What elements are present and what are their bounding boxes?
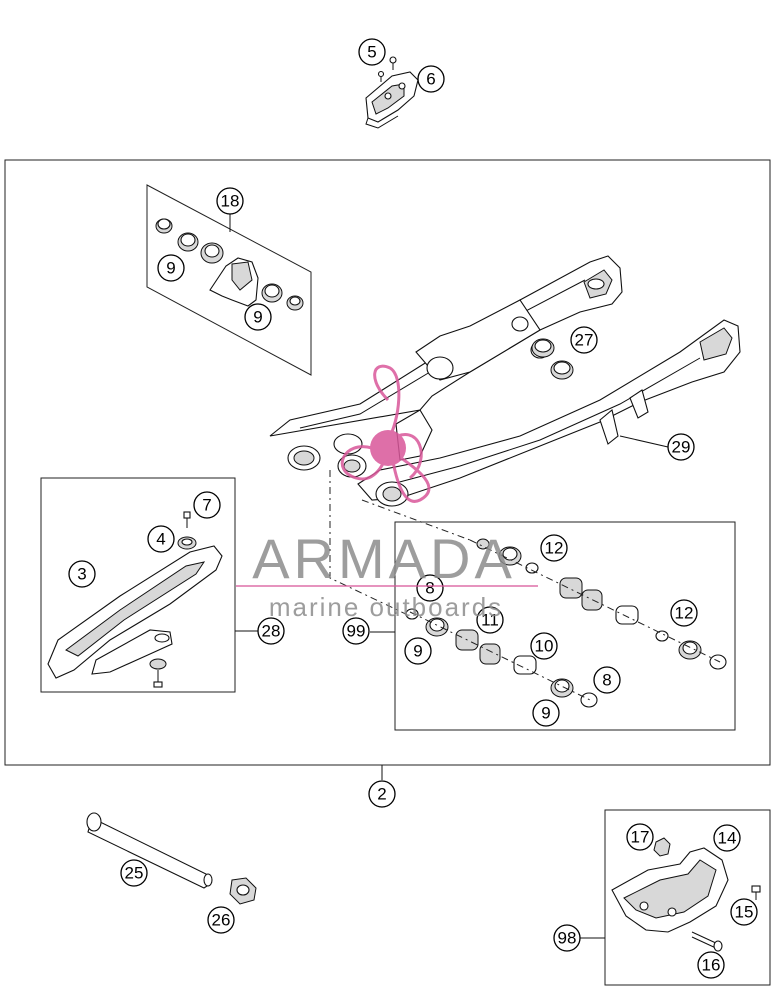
svg-text:7: 7: [202, 496, 211, 515]
bearing-kit-parts: [155, 218, 304, 311]
svg-text:29: 29: [672, 438, 691, 457]
svg-text:6: 6: [426, 70, 435, 89]
screw-7-part: [183, 511, 191, 528]
callout-8a: 8: [416, 574, 444, 602]
callout-29: 29: [667, 433, 695, 461]
svg-text:9: 9: [166, 259, 175, 278]
callout-4: 4: [147, 525, 175, 553]
watermark-logo: [340, 364, 431, 503]
bolt-16-part: [691, 931, 723, 952]
washer-4-part: [177, 536, 197, 550]
callout-98: 98: [553, 924, 581, 952]
plug-27-part: [531, 338, 574, 380]
swingarm-part: [269, 255, 741, 507]
callout-9b: 9: [244, 303, 272, 331]
callout-27: 27: [570, 326, 598, 354]
callout-3: 3: [68, 560, 96, 588]
callout-26: 26: [207, 906, 235, 934]
pivot-nut-part: [229, 877, 257, 905]
svg-text:98: 98: [558, 929, 577, 948]
svg-text:16: 16: [702, 956, 721, 975]
watermark-brand: ARMADA: [252, 527, 516, 590]
callout-11: 11: [476, 606, 504, 634]
axis-line-2: [361, 499, 471, 541]
chain-guide-part: [47, 545, 223, 679]
callout-6: 6: [417, 65, 445, 93]
svg-text:9: 9: [541, 704, 550, 723]
svg-text:25: 25: [125, 864, 144, 883]
axis-line: [329, 470, 411, 617]
svg-text:9: 9: [253, 308, 262, 327]
svg-text:27: 27: [575, 331, 594, 350]
callout-14: 14: [713, 824, 741, 852]
callout-10: 10: [530, 632, 558, 660]
callout-12a: 12: [540, 534, 568, 562]
svg-text:99: 99: [347, 622, 366, 641]
svg-text:10: 10: [535, 637, 554, 656]
screw-15-part: [751, 885, 761, 900]
callout-18: 18: [216, 187, 244, 215]
svg-text:4: 4: [156, 530, 165, 549]
main-assembly-frame: [4, 159, 771, 766]
callout-9c: 9: [404, 637, 432, 665]
screw-5-part: [377, 56, 397, 82]
guide-slider-part: [611, 847, 729, 933]
callout-8b: 8: [593, 666, 621, 694]
panel-98-frame: [604, 809, 771, 986]
callout-16: 16: [697, 951, 725, 979]
leader-29: [619, 435, 669, 448]
svg-text:28: 28: [262, 622, 281, 641]
svg-text:12: 12: [675, 604, 694, 623]
callout-9d: 9: [532, 699, 560, 727]
svg-text:11: 11: [481, 611, 499, 630]
chain-slider-part: [365, 71, 419, 129]
svg-text:2: 2: [377, 785, 386, 804]
watermark: ARMADA marine outboards: [236, 364, 538, 622]
callout-17: 17: [626, 823, 654, 851]
callout-9a: 9: [157, 254, 185, 282]
svg-text:9: 9: [413, 642, 422, 661]
svg-text:5: 5: [367, 43, 376, 62]
callout-2: 2: [368, 780, 396, 808]
panel-28-frame: [40, 477, 236, 693]
svg-text:8: 8: [425, 579, 434, 598]
callout-15: 15: [730, 898, 758, 926]
svg-text:17: 17: [631, 828, 650, 847]
svg-text:14: 14: [718, 829, 737, 848]
bottom-screw-part: [149, 658, 167, 688]
svg-text:18: 18: [221, 192, 240, 211]
svg-text:15: 15: [735, 903, 754, 922]
svg-text:26: 26: [212, 911, 231, 930]
svg-text:3: 3: [77, 565, 86, 584]
callout-5: 5: [358, 38, 386, 66]
callout-7: 7: [193, 491, 221, 519]
callout-28: 28: [257, 617, 285, 645]
callout-12b: 12: [670, 599, 698, 627]
panel-18-frame: [146, 184, 312, 376]
svg-text:12: 12: [545, 539, 564, 558]
callout-25: 25: [120, 859, 148, 887]
watermark-tagline: marine outboards: [269, 592, 503, 622]
bearing-set-parts: [405, 538, 727, 708]
pivot-axle-part: [86, 812, 213, 889]
panel-99-frame: [394, 521, 736, 731]
svg-text:8: 8: [602, 671, 611, 690]
callout-99: 99: [342, 617, 370, 645]
nut-17-part: [653, 837, 671, 857]
